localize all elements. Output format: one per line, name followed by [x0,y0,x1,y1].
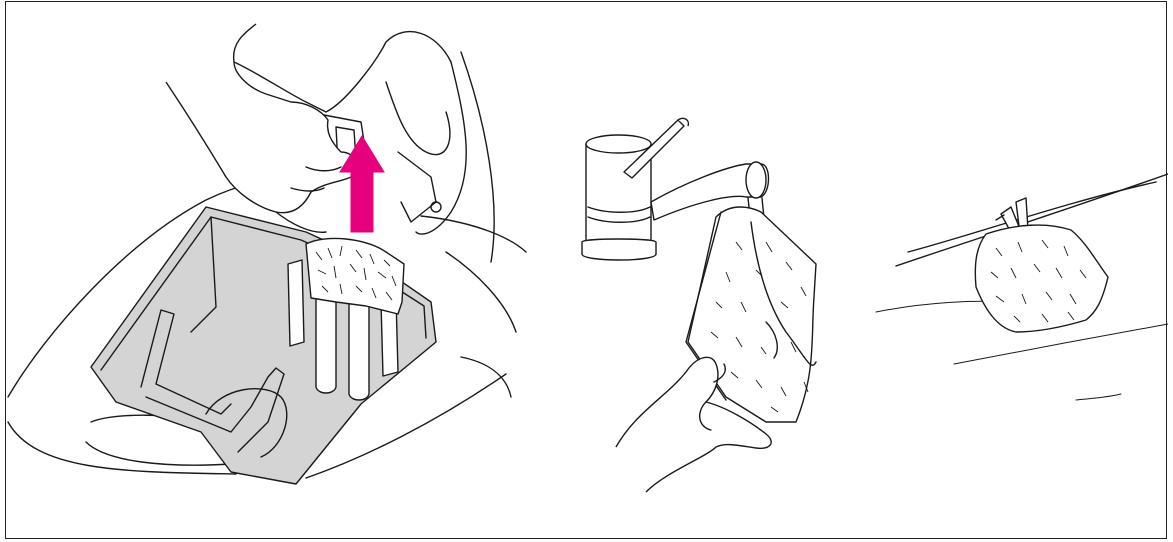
vacuum-compartment-scene [6,2,531,538]
illustration-frame [5,1,1167,539]
clothesline-scene [846,2,1168,538]
faucet-rinse-scene [566,2,846,538]
panel-rinse-filter [566,2,846,538]
panel-remove-filter [6,2,531,538]
panel-dry-filter [846,2,1168,538]
dust-filter-drying [975,225,1108,332]
